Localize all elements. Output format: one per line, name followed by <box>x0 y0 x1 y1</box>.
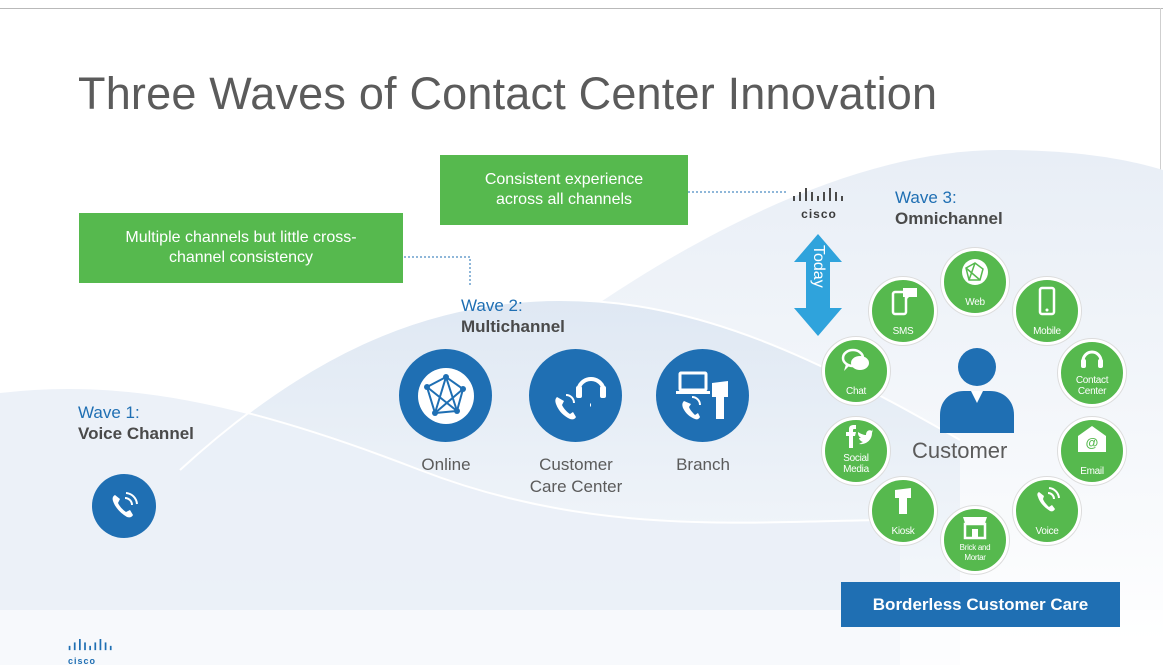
customer-icon <box>940 348 1014 433</box>
label-line: Customer <box>539 455 613 474</box>
globe-icon <box>417 367 474 424</box>
connector-multiple <box>380 256 471 285</box>
label-line: Mortar <box>964 553 986 562</box>
cisco-bars-icon <box>68 639 112 651</box>
wave-number: Wave 2: <box>461 296 523 315</box>
customer-care-circle <box>529 349 622 442</box>
social-icon <box>846 425 873 448</box>
callout-line: Consistent experience <box>484 171 644 188</box>
page-title: Three Waves of Contact Center Innovation <box>78 68 938 119</box>
wave3-label: Wave 3: Omnichannel <box>895 187 1003 229</box>
channel-label: Chat <box>846 386 866 397</box>
channel-label: Kiosk <box>891 526 915 537</box>
channel-mobile: Mobile <box>1013 277 1081 345</box>
headset-icon <box>1081 350 1103 368</box>
customer-care-label: Customer Care Center <box>516 454 636 498</box>
channel-label: Web <box>965 297 985 308</box>
chat-icon <box>841 348 869 371</box>
channel-social-media: Social Media <box>822 417 890 485</box>
store-icon <box>963 517 987 540</box>
wave1-label: Wave 1: Voice Channel <box>78 402 194 444</box>
channel-label: Social Media <box>825 453 887 475</box>
cisco-logo: cisco <box>787 188 851 221</box>
wave2-label: Wave 2: Multichannel <box>461 295 565 337</box>
globe-icon <box>962 259 988 285</box>
svg-text:@: @ <box>1086 435 1099 450</box>
cisco-bars-icon <box>793 188 843 201</box>
callout-multiple-channels: Multiple channels but little cross- chan… <box>79 213 403 283</box>
phone-icon <box>1037 487 1060 512</box>
kiosk-icon <box>895 488 911 514</box>
channel-sms: SMS <box>869 277 937 345</box>
channel-chat: Chat <box>822 337 890 405</box>
label-line: Branch <box>676 455 730 474</box>
wave1-shape <box>0 388 900 665</box>
callout-line: Multiple channels but little cross- <box>125 229 357 246</box>
channel-kiosk: Kiosk <box>869 477 937 545</box>
branch-icon <box>675 371 728 419</box>
channel-voice: Voice <box>1013 477 1081 545</box>
wave-name: Omnichannel <box>895 209 1003 228</box>
label-line: Brick and <box>959 543 991 552</box>
borderless-customer-care-banner: Borderless Customer Care <box>841 582 1120 627</box>
wave1-edge <box>0 387 901 524</box>
phone-icon <box>112 492 138 518</box>
channel-label: Brick and Mortar <box>944 543 1006 563</box>
sms-icon <box>891 288 917 316</box>
email-icon: @ <box>1078 426 1106 452</box>
channel-email: @ Email <box>1058 417 1126 485</box>
mobile-icon <box>1038 286 1056 316</box>
label-line: Online <box>421 455 471 474</box>
footer-cisco-logo: cisco <box>64 638 118 665</box>
label-line: Care Center <box>529 477 623 496</box>
brand-wordmark: cisco <box>801 207 837 221</box>
wave-name: Voice Channel <box>78 424 194 443</box>
headset-phone-icon <box>554 376 606 419</box>
callout-consistent-experience: Consistent experience across all channel… <box>440 155 688 225</box>
channel-contact-center: Contact Center <box>1058 339 1126 407</box>
callout-line: across all channels <box>495 191 633 208</box>
online-circle <box>399 349 492 442</box>
brand-wordmark: cisco <box>68 656 97 665</box>
wave-number: Wave 1: <box>78 403 140 422</box>
customer-label: Customer <box>912 438 1008 463</box>
branch-circle <box>656 349 749 442</box>
wave-number: Wave 3: <box>895 188 957 207</box>
branch-label: Branch <box>653 454 753 476</box>
channel-label: Email <box>1080 466 1104 477</box>
channel-web: Web <box>941 248 1009 316</box>
channel-label: Mobile <box>1033 326 1061 337</box>
label-line: Media <box>843 464 869 475</box>
channel-label: Contact Center <box>1061 375 1123 397</box>
wave-name: Multichannel <box>461 317 565 336</box>
channel-brick-and-mortar: Brick and Mortar <box>941 506 1009 574</box>
slide-border-top <box>0 8 1163 9</box>
label-line: Contact <box>1075 375 1109 386</box>
today-label: Today <box>810 245 827 288</box>
label-line: Center <box>1077 386 1107 397</box>
online-label: Online <box>396 454 496 476</box>
wave1-phone <box>92 474 156 538</box>
channel-label: Voice <box>1035 526 1059 537</box>
channel-label: SMS <box>892 326 914 337</box>
today-arrow <box>794 234 842 336</box>
callout-line: channel consistency <box>168 249 314 266</box>
label-line: Social <box>843 453 869 464</box>
